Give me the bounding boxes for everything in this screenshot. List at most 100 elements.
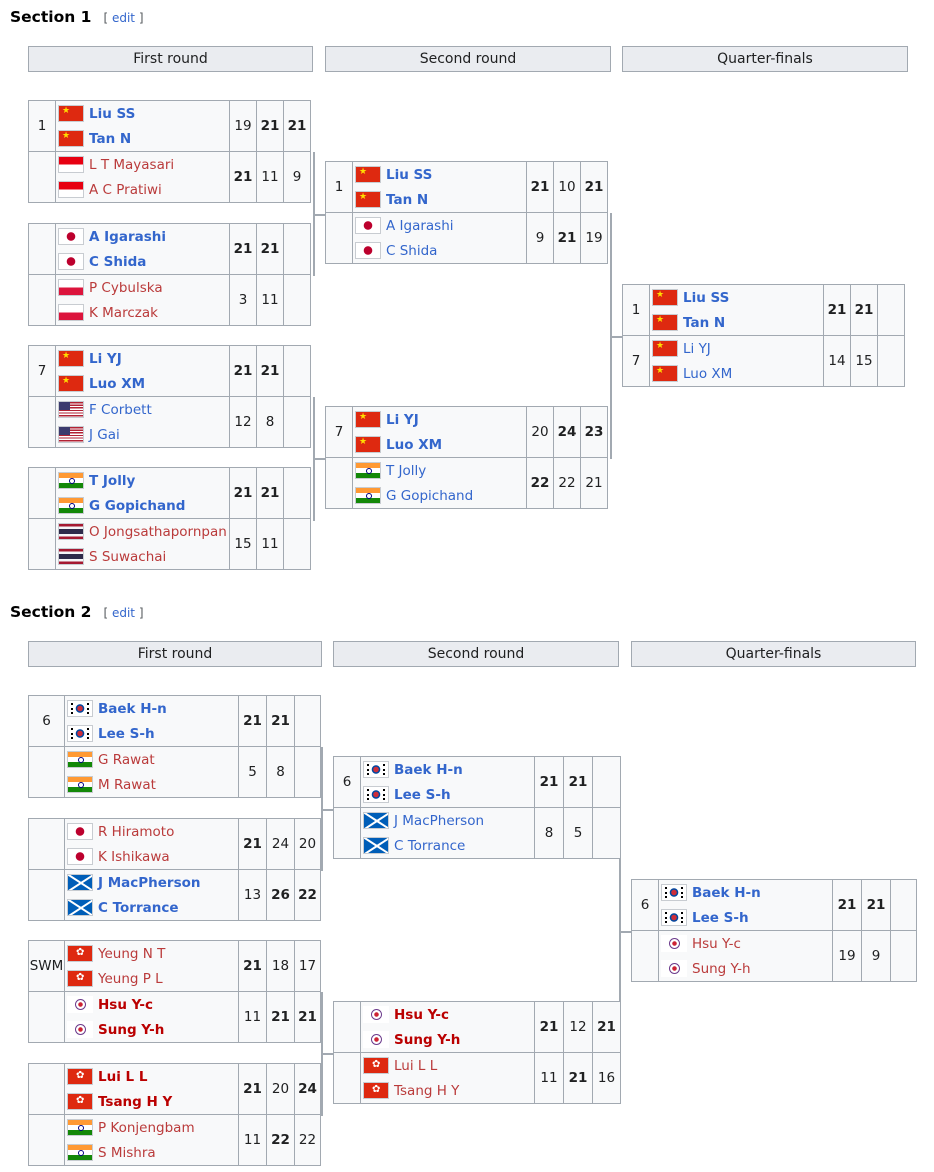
player-name-link[interactable]: Hsu Y-c [394, 1006, 450, 1023]
player-name-link[interactable]: C Torrance [98, 899, 179, 916]
player-name-link[interactable]: Liu SS [386, 166, 433, 183]
player-entry: A Igarashi [58, 224, 227, 249]
player-entry: Lui L L [363, 1053, 532, 1078]
game-score-cell: 15 [229, 518, 257, 570]
player-name-link[interactable]: Tan N [683, 314, 726, 331]
player-name-link[interactable]: T Jolly [386, 462, 427, 479]
player-name-link[interactable]: K Marczak [89, 304, 158, 321]
player-name-link[interactable]: P Konjengbam [98, 1119, 195, 1136]
player-name-link[interactable]: J Gai [89, 426, 120, 443]
player-name-link[interactable]: K Ishikawa [98, 848, 170, 865]
player-name-link[interactable]: Sung Y-h [98, 1021, 165, 1038]
player-name-link[interactable]: R Hiramoto [98, 823, 175, 840]
game-score-cell: 9 [861, 930, 891, 982]
seed-cell: SWM [28, 940, 65, 992]
player-name-link[interactable]: L T Mayasari [89, 156, 175, 173]
player-name-link[interactable]: T Jolly [89, 472, 136, 489]
edit-link-wrapper: [ edit ] [103, 606, 144, 620]
player-name-link[interactable]: Hsu Y-c [692, 935, 741, 952]
edit-link[interactable]: edit [111, 606, 135, 620]
player-name-link[interactable]: C Shida [89, 253, 147, 270]
india-flag-icon [355, 487, 381, 504]
player-name-link[interactable]: Li YJ [386, 411, 419, 428]
player-name-link[interactable]: Tan N [386, 191, 429, 208]
section-heading: Section 2[ edit ] [10, 603, 144, 621]
player-entry: C Shida [355, 238, 524, 263]
player-name-link[interactable]: Lee S-h [98, 725, 155, 742]
game-score-cell: 8 [534, 807, 564, 859]
player-name-link[interactable]: Lui L L [394, 1057, 438, 1074]
game-score-cell: 16 [592, 1052, 621, 1104]
section-title: Section 1 [10, 8, 92, 26]
player-name-link[interactable]: F Corbett [89, 401, 152, 418]
player-name-link[interactable]: G Gopichand [89, 497, 186, 514]
player-name-link[interactable]: A Igarashi [89, 228, 166, 245]
player-name-link[interactable]: Lee S-h [394, 786, 451, 803]
player-name-link[interactable]: Lui L L [98, 1068, 148, 1085]
scotland-flag-icon [363, 837, 389, 854]
edit-link[interactable]: edit [111, 11, 135, 25]
player-name-link[interactable]: Liu SS [89, 105, 136, 122]
player-name-link[interactable]: Sung Y-h [394, 1031, 461, 1048]
player-name-link[interactable]: O Jongsathapornpan [89, 523, 227, 540]
player-name-link[interactable]: Sung Y-h [692, 960, 751, 977]
player-name-link[interactable]: Li YJ [89, 350, 122, 367]
player-name-link[interactable]: Yeung P L [98, 970, 163, 987]
player-name-link[interactable]: Tsang H Y [98, 1093, 173, 1110]
player-name-link[interactable]: G Rawat [98, 751, 155, 768]
player-name-link[interactable]: Li YJ [683, 340, 711, 357]
player-entry: J Gai [58, 422, 227, 447]
game-score-cell: 14 [823, 335, 851, 387]
player-name-link[interactable]: A C Pratiwi [89, 181, 162, 198]
game-score-cell: 12 [563, 1001, 593, 1053]
player-name-link[interactable]: S Mishra [98, 1144, 156, 1161]
player-name-link[interactable]: A Igarashi [386, 217, 454, 234]
seed-cell [28, 746, 65, 798]
china-flag-icon [652, 314, 678, 331]
player-name-link[interactable]: P Cybulska [89, 279, 163, 296]
round-header: First round [28, 46, 313, 72]
team-names-cell: L T Mayasari A C Pratiwi [55, 151, 230, 203]
player-name-link[interactable]: Yeung N T [98, 945, 166, 962]
player-name-link[interactable]: J MacPherson [394, 812, 485, 829]
player-name-link[interactable]: Hsu Y-c [98, 996, 154, 1013]
player-name-link[interactable]: Liu SS [683, 289, 730, 306]
player-name-link[interactable]: Luo XM [89, 375, 146, 392]
player-name-link[interactable]: Baek H-n [692, 884, 761, 901]
player-name-link[interactable]: Lee S-h [692, 909, 749, 926]
seed-cell: 7 [28, 345, 56, 397]
player-entry: Lee S-h [661, 905, 830, 930]
player-name-link[interactable]: J MacPherson [98, 874, 201, 891]
game-score-cell: 22 [526, 457, 554, 509]
game-score-cell: 22 [294, 1114, 321, 1166]
player-name-link[interactable]: Tsang H Y [394, 1082, 460, 1099]
player-name-link[interactable]: Baek H-n [394, 761, 463, 778]
south-korea-flag-icon [67, 700, 93, 717]
player-name-link[interactable]: G Gopichand [386, 487, 474, 504]
japan-flag-icon [58, 228, 84, 245]
player-name-link[interactable]: Luo XM [386, 436, 443, 453]
seed-cell [333, 1052, 361, 1104]
player-name-link[interactable]: C Torrance [394, 837, 466, 854]
game-score-cell: 21 [832, 879, 862, 931]
player-name-link[interactable]: Baek H-n [98, 700, 167, 717]
player-name-link[interactable]: Tan N [89, 130, 132, 147]
game-score-cell [294, 695, 321, 747]
game-score-cell [283, 396, 311, 448]
player-name-link[interactable]: M Rawat [98, 776, 156, 793]
japan-flag-icon [355, 242, 381, 259]
player-name-link[interactable]: C Shida [386, 242, 438, 259]
game-score-cell: 11 [256, 518, 284, 570]
player-name-link[interactable]: Luo XM [683, 365, 733, 382]
team-names-cell: Li YJ Luo XM [649, 335, 824, 387]
round-header: Second round [325, 46, 611, 72]
player-name-link[interactable]: S Suwachai [89, 548, 167, 565]
japan-flag-icon [355, 217, 381, 234]
game-score-cell [294, 746, 321, 798]
